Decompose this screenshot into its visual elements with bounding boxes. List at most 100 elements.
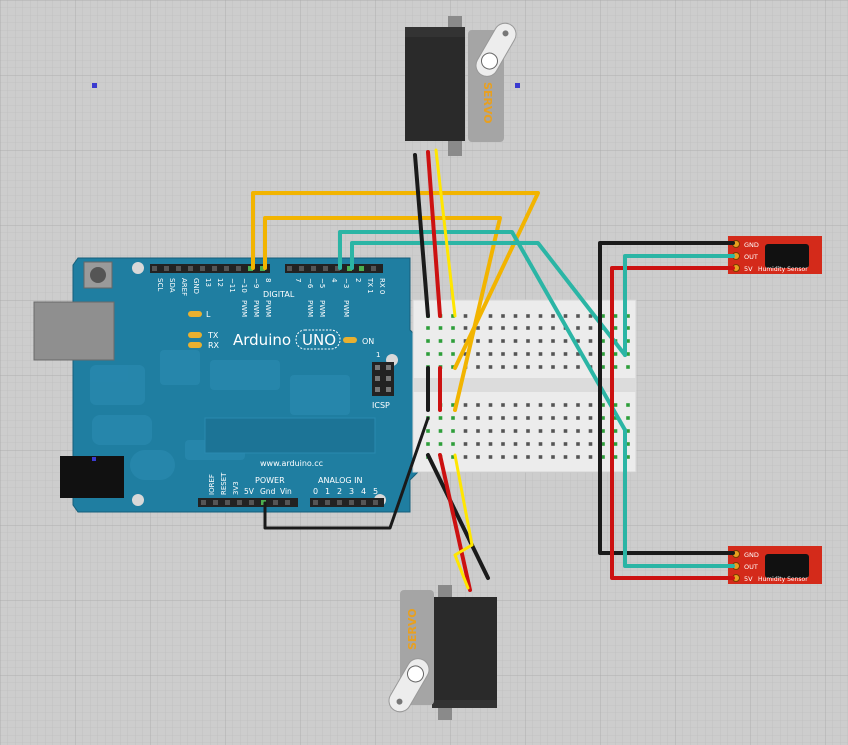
- breadboard-hole[interactable]: [451, 314, 455, 318]
- breadboard-hole[interactable]: [501, 442, 505, 446]
- wire-sensor-top-gnd[interactable]: [598, 241, 735, 457]
- breadboard-hole[interactable]: [513, 455, 518, 459]
- header-pin[interactable]: [349, 500, 354, 505]
- wire-servo-bottom-signal[interactable]: [453, 453, 474, 590]
- breadboard-hole[interactable]: [563, 429, 568, 433]
- breadboard-hole[interactable]: [513, 314, 518, 318]
- breadboard-hole[interactable]: [476, 442, 480, 446]
- breadboard-hole[interactable]: [476, 326, 480, 330]
- breadboard-hole[interactable]: [588, 403, 593, 407]
- breadboard-hole[interactable]: [501, 455, 505, 459]
- breadboard-hole[interactable]: [576, 326, 580, 330]
- breadboard-hole[interactable]: [501, 403, 505, 407]
- breadboard-hole[interactable]: [513, 352, 518, 356]
- breadboard-hole[interactable]: [451, 339, 455, 343]
- breadboard-hole[interactable]: [476, 352, 480, 356]
- header-pin[interactable]: [273, 500, 278, 505]
- header-pin[interactable]: [200, 266, 205, 271]
- breadboard-hole[interactable]: [626, 416, 630, 420]
- breadboard-hole[interactable]: [526, 326, 530, 330]
- wire-servo-top-signal[interactable]: [434, 148, 457, 318]
- breadboard-hole[interactable]: [451, 365, 455, 369]
- power-header[interactable]: [198, 498, 298, 507]
- header-pin[interactable]: [212, 266, 217, 271]
- header-pin[interactable]: [176, 266, 181, 271]
- breadboard-hole[interactable]: [551, 314, 555, 318]
- wire-cyan-pin3[interactable]: [338, 230, 627, 432]
- breadboard-hole[interactable]: [488, 403, 493, 407]
- breadboard-hole[interactable]: [538, 352, 543, 356]
- breadboard-hole[interactable]: [613, 429, 618, 433]
- breadboard-hole[interactable]: [438, 339, 443, 343]
- breadboard-hole[interactable]: [626, 339, 630, 343]
- breadboard-hole[interactable]: [501, 365, 505, 369]
- breadboard-hole[interactable]: [626, 429, 630, 433]
- breadboard-hole[interactable]: [588, 429, 593, 433]
- breadboard-hole[interactable]: [438, 416, 443, 420]
- breadboard-hole[interactable]: [463, 326, 468, 330]
- breadboard-hole[interactable]: [601, 365, 605, 369]
- wire-servo-bottom-gnd[interactable]: [426, 453, 490, 580]
- analog-header[interactable]: [310, 498, 384, 507]
- header-pin[interactable]: [249, 500, 254, 505]
- breadboard-hole[interactable]: [451, 352, 455, 356]
- wire-sensor-top-out[interactable]: [623, 254, 735, 357]
- selection-handle[interactable]: [92, 457, 96, 461]
- header-pin[interactable]: [188, 266, 193, 271]
- breadboard-hole[interactable]: [476, 416, 480, 420]
- breadboard-hole[interactable]: [476, 403, 480, 407]
- header-pin[interactable]: [236, 266, 241, 271]
- breadboard-hole[interactable]: [601, 339, 605, 343]
- breadboard-hole[interactable]: [601, 416, 605, 420]
- wire-servo-top-vcc[interactable]: [426, 150, 442, 318]
- breadboard-hole[interactable]: [488, 442, 493, 446]
- header-pin[interactable]: [335, 266, 340, 271]
- breadboard-hole[interactable]: [488, 429, 493, 433]
- breadboard-hole[interactable]: [551, 442, 555, 446]
- breadboard-hole[interactable]: [501, 429, 505, 433]
- wire-sensor-bottom-out[interactable]: [623, 428, 735, 568]
- breadboard-hole[interactable]: [613, 455, 618, 459]
- breadboard-hole[interactable]: [526, 339, 530, 343]
- breadboard-hole[interactable]: [526, 429, 530, 433]
- wire-sensor-top-5v[interactable]: [610, 266, 735, 457]
- breadboard-hole[interactable]: [438, 429, 443, 433]
- header-pin[interactable]: [260, 266, 265, 271]
- breadboard-hole[interactable]: [563, 339, 568, 343]
- breadboard-hole[interactable]: [551, 339, 555, 343]
- breadboard-hole[interactable]: [451, 455, 455, 459]
- breadboard-hole[interactable]: [588, 314, 593, 318]
- breadboard-hole[interactable]: [576, 352, 580, 356]
- breadboard-hole[interactable]: [576, 365, 580, 369]
- header-pin[interactable]: [248, 266, 253, 271]
- breadboard-hole[interactable]: [513, 442, 518, 446]
- breadboard-hole[interactable]: [438, 442, 443, 446]
- header-pin[interactable]: [371, 266, 376, 271]
- breadboard-hole[interactable]: [563, 352, 568, 356]
- wire-yellow-pin8[interactable]: [263, 216, 502, 412]
- breadboard-hole[interactable]: [463, 339, 468, 343]
- humidity-sensor-bottom[interactable]: GND OUT 5V Humidity Sensor: [728, 546, 822, 584]
- breadboard-hole[interactable]: [588, 455, 593, 459]
- breadboard-hole[interactable]: [526, 416, 530, 420]
- breadboard-hole[interactable]: [613, 314, 618, 318]
- breadboard-hole[interactable]: [438, 326, 443, 330]
- breadboard-hole[interactable]: [563, 314, 568, 318]
- breadboard-hole[interactable]: [601, 352, 605, 356]
- breadboard-hole[interactable]: [501, 314, 505, 318]
- servo-horn[interactable]: [385, 655, 433, 716]
- breadboard-hole[interactable]: [538, 365, 543, 369]
- breadboard-hole[interactable]: [501, 416, 505, 420]
- breadboard-hole[interactable]: [538, 339, 543, 343]
- breadboard-hole[interactable]: [626, 442, 630, 446]
- breadboard-hole[interactable]: [551, 352, 555, 356]
- breadboard-hole[interactable]: [588, 416, 593, 420]
- header-pin[interactable]: [347, 266, 352, 271]
- header-pin[interactable]: [373, 500, 378, 505]
- breadboard-hole[interactable]: [613, 416, 618, 420]
- humidity-sensor-top[interactable]: GND OUT 5V Humidity Sensor: [728, 236, 822, 274]
- breadboard-hole[interactable]: [626, 365, 630, 369]
- breadboard-hole[interactable]: [513, 339, 518, 343]
- breadboard-hole[interactable]: [426, 442, 430, 446]
- breadboard-hole[interactable]: [451, 442, 455, 446]
